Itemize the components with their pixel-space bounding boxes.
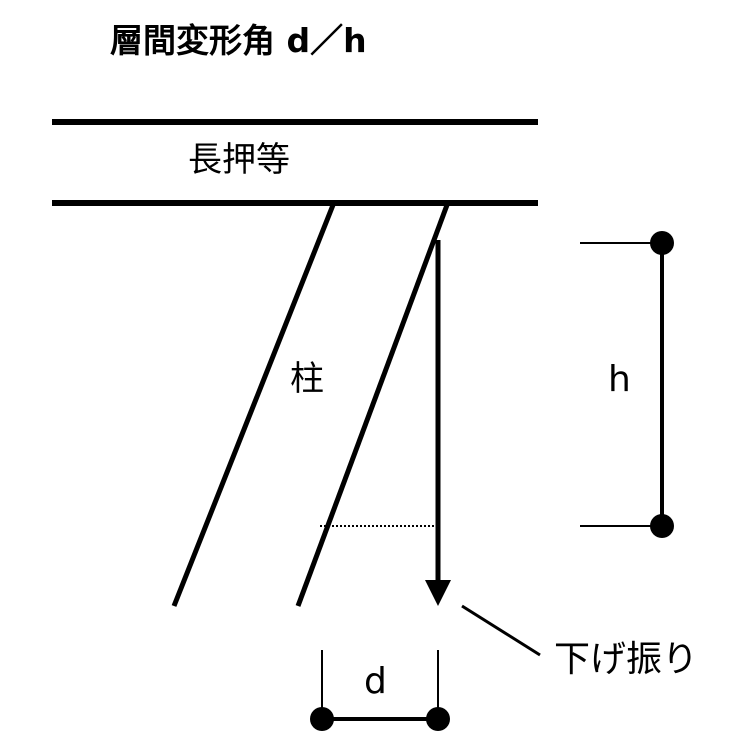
column-right-edge: [295, 204, 450, 607]
diagram-title: 層間変形角 d／h: [110, 21, 367, 60]
column-label: 柱: [290, 359, 324, 399]
plumb-arrowhead: [425, 580, 451, 606]
d-left-dot: [310, 707, 334, 731]
beam-label: 長押等: [188, 140, 290, 180]
plumb-leader-line: [461, 604, 541, 657]
height-label: h: [608, 359, 631, 400]
h-top-dot: [650, 231, 674, 255]
h-bottom-dot: [650, 514, 674, 538]
displacement-label: d: [364, 661, 387, 702]
plumb-label: 下げ振り: [554, 639, 699, 680]
d-right-dot: [426, 707, 450, 731]
column-left-edge: [171, 204, 336, 607]
